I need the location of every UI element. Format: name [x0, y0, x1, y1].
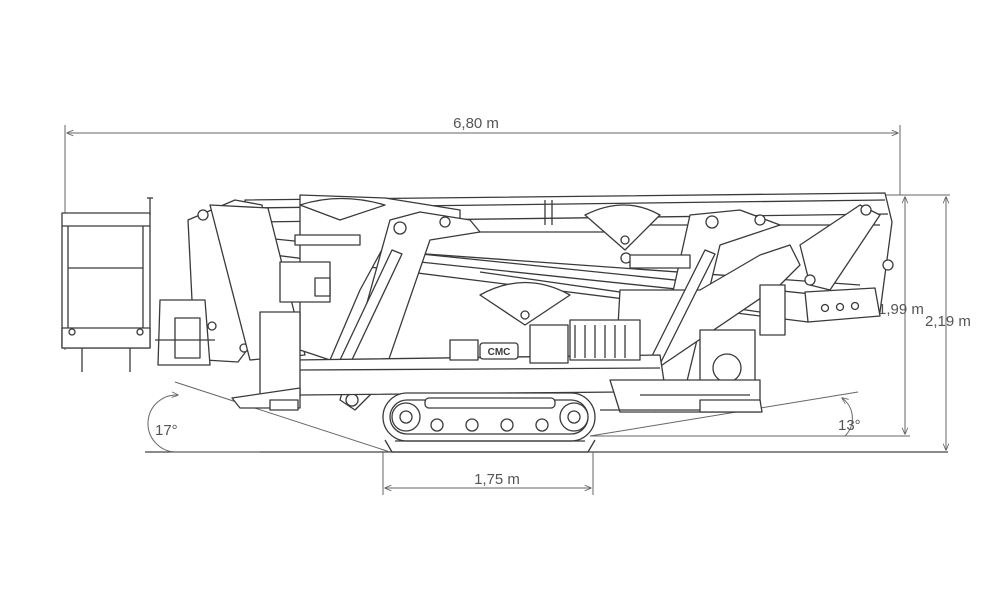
length-label: 6,80 m: [453, 115, 499, 132]
dimension-lines: [64, 125, 950, 495]
logo-plate: [479, 342, 519, 360]
height-outer-label: 2,19 m: [925, 313, 971, 330]
front-angle-arc: [147, 395, 178, 453]
work-basket: [61, 197, 153, 372]
aerial-platform-machine: CMC: [61, 192, 894, 453]
hydraulic-cylinders: [294, 234, 716, 365]
rear-angle-arc: [842, 398, 853, 437]
rear-angle-label: 13°: [838, 417, 861, 434]
brand-logo: CMC: [488, 347, 511, 358]
outriggers: [231, 387, 763, 413]
height-inner-label: 1,99 m: [878, 301, 924, 318]
track-width-label: 1,75 m: [474, 471, 520, 488]
boom-covers: [299, 197, 661, 326]
tracked-undercarriage: [382, 392, 596, 453]
front-angle-label: 17°: [155, 422, 178, 439]
